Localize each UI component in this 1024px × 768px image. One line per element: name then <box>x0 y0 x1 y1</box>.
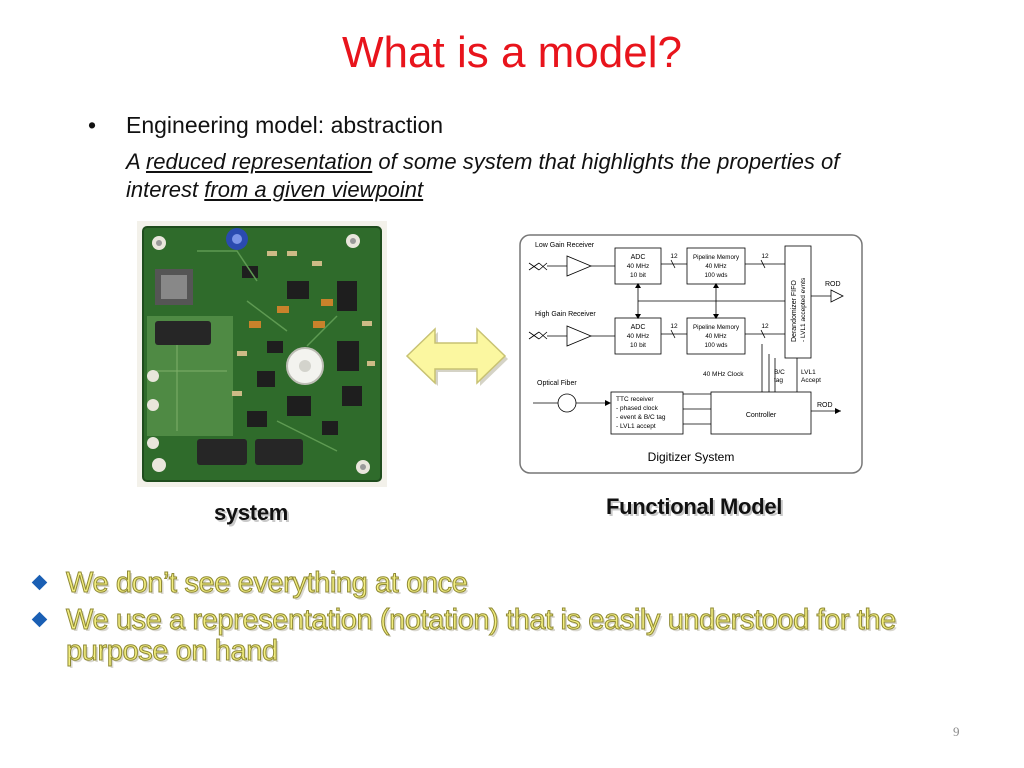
fifo-line1: Derandomizer FIFO <box>791 280 798 342</box>
system-caption: system <box>214 500 289 525</box>
pm2-line3: 100 wds <box>704 342 727 349</box>
ttc-line3: - event & B/C tag <box>616 414 666 421</box>
lvl1-label-1: LVL1 <box>801 369 816 376</box>
rod-label-bottom: ROD <box>817 402 833 409</box>
definition-part-2: of some system that highlights the prope… <box>126 149 840 202</box>
controller-label: Controller <box>746 412 777 419</box>
ttc-line2: - phased clock <box>616 405 659 412</box>
adc2-line3: 10 bit <box>630 342 646 349</box>
high-gain-label: High Gain Receiver <box>535 311 596 318</box>
key-point-2: We use a representation (notation) that … <box>31 604 1004 667</box>
bc-label-1: B/C <box>774 369 785 376</box>
bits-label-3: 12 <box>761 253 769 260</box>
definition-part-1: A <box>126 149 146 174</box>
pm1-line1: Pipeline Memory <box>693 254 740 261</box>
low-gain-label: Low Gain Receiver <box>535 242 595 249</box>
pm2-line2: 40 MHz <box>705 333 726 340</box>
clock-label: 40 MHz Clock <box>703 371 744 378</box>
fifo-line2: - LVL1 accepted evnts <box>800 277 807 342</box>
page-number: 9 <box>953 724 960 739</box>
key-point-1: We don’t see everything at once <box>31 567 1004 599</box>
bullet-text: Engineering model: abstraction <box>126 112 444 138</box>
key-point-text-1: We don’t see everything at once <box>66 567 469 599</box>
bc-label-2: tag <box>774 377 783 384</box>
ttc-line4: - LVL1 accept <box>616 423 656 430</box>
bullet-dot: • <box>88 112 97 138</box>
circuit-board-image <box>137 221 387 487</box>
functional-model-caption: Functional Model <box>606 494 783 519</box>
ttc-line1: TTC receiver <box>616 396 654 403</box>
key-point-text-2: We use a representation (notation) that … <box>66 604 897 667</box>
pm1-line2: 40 MHz <box>705 263 726 270</box>
adc2-line1: ADC <box>631 324 646 331</box>
definition-underline-2: from a given viewpoint <box>204 177 424 202</box>
fiber-label: Optical Fiber <box>537 380 577 387</box>
slide-title: What is a model? <box>342 28 682 77</box>
bits-label-4: 12 <box>761 323 769 330</box>
adc1-line2: 40 MHz <box>627 263 649 270</box>
diamond-bullet-icon <box>31 574 48 591</box>
double-arrow-icon <box>406 327 508 386</box>
diagram-footer: Digitizer System <box>648 450 735 464</box>
adc2-line2: 40 MHz <box>627 333 649 340</box>
definition-underline-1: reduced representation <box>145 149 373 174</box>
adc1-line1: ADC <box>631 254 646 261</box>
bits-label-1: 12 <box>670 253 678 260</box>
adc1-line3: 10 bit <box>630 272 646 279</box>
diamond-bullet-icon <box>31 611 48 628</box>
digitizer-system-diagram: Low Gain Receiver High Gain Receiver ADC… <box>519 234 863 474</box>
lvl1-label-2: Accept <box>801 377 821 384</box>
bits-label-2: 12 <box>670 323 678 330</box>
pm2-line1: Pipeline Memory <box>693 324 740 331</box>
definition-text: A reduced representation of some system … <box>126 148 886 204</box>
rod-label-top: ROD <box>825 281 841 288</box>
key-points: We don’t see everything at once We use a… <box>31 567 1004 673</box>
pm1-line3: 100 wds <box>704 272 727 279</box>
